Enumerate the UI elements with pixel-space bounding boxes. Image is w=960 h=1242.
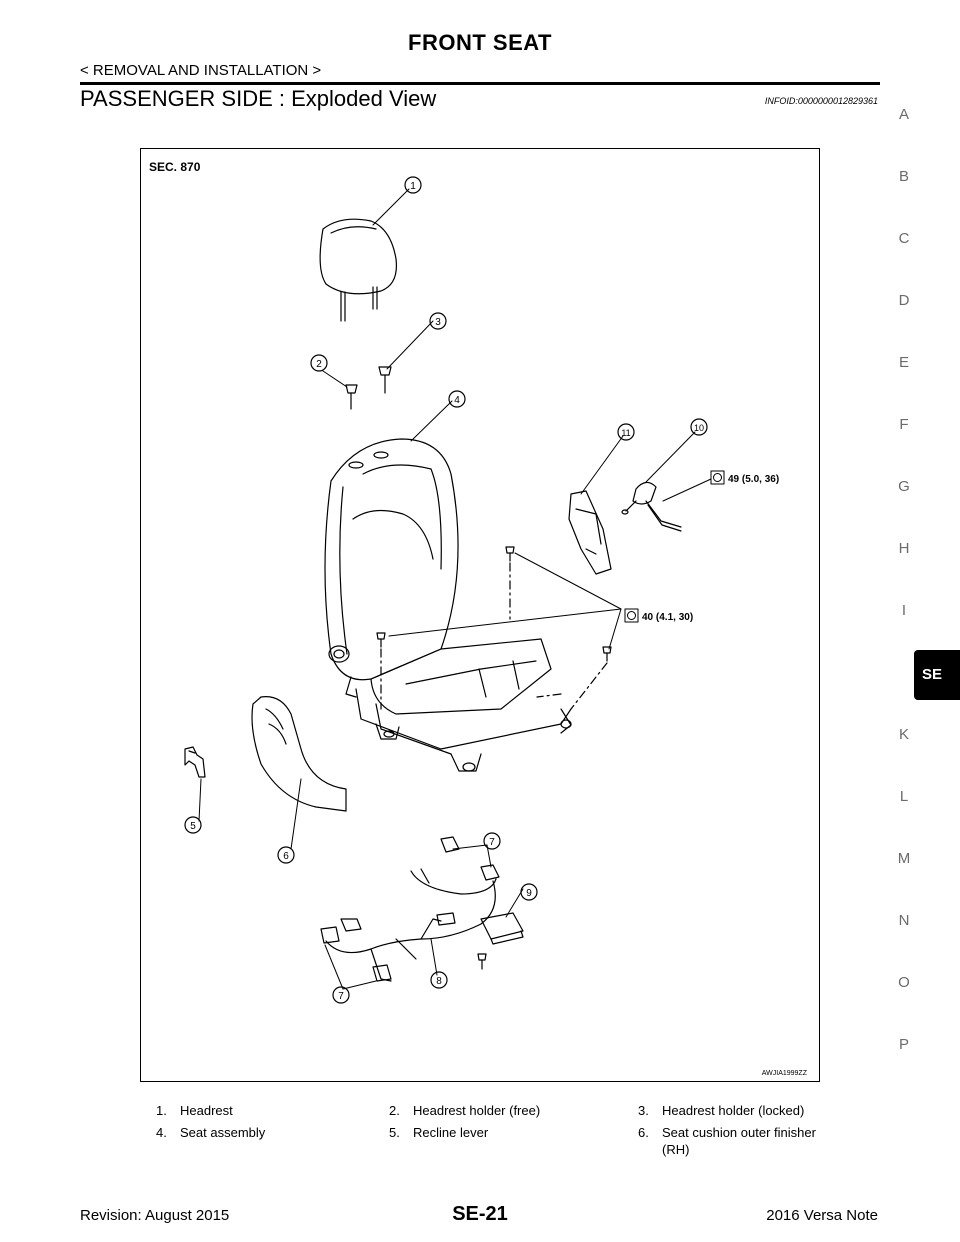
- legend-item: 4. Seat assembly: [156, 1124, 386, 1141]
- diagram-svg: SEC. 870: [149, 160, 808, 1077]
- legend-label: Recline lever: [413, 1125, 489, 1140]
- callout-1: 1: [404, 176, 422, 194]
- callout-3: 3: [429, 312, 447, 330]
- torque-spec-2: 40 (4.1, 30): [624, 608, 693, 623]
- footer-page-number: SE-21: [452, 1203, 508, 1225]
- legend-label: Headrest: [180, 1103, 233, 1118]
- callout-11: 11: [617, 423, 635, 441]
- legend-item: 3. Headrest holder (locked): [638, 1102, 868, 1119]
- legend-item: 2. Headrest holder (free): [389, 1102, 619, 1119]
- torque-spec-1: 49 (5.0, 36): [710, 470, 779, 485]
- side-index-o[interactable]: O: [898, 974, 910, 991]
- page-title: FRONT SEAT: [408, 30, 552, 55]
- legend-item: 6. Seat cushion outer finisher (RH): [638, 1124, 828, 1158]
- svg-text:4: 4: [454, 395, 460, 406]
- side-index-p[interactable]: P: [898, 1036, 909, 1053]
- legend-number: 4.: [156, 1125, 167, 1140]
- callout-4: 4: [448, 390, 466, 408]
- svg-text:40 (4.1, 30): 40 (4.1, 30): [642, 612, 693, 623]
- svg-text:3: 3: [435, 317, 441, 328]
- callout-5: 5: [184, 816, 202, 834]
- svg-text:9: 9: [526, 888, 532, 899]
- svg-text:10: 10: [694, 423, 704, 433]
- side-index-e[interactable]: E: [898, 354, 909, 371]
- svg-text:8: 8: [436, 976, 442, 987]
- section-heading: PASSENGER SIDE : Exploded View: [80, 86, 437, 111]
- footer-revision: Revision: August 2015: [80, 1207, 230, 1224]
- svg-text:2: 2: [316, 359, 322, 370]
- legend-number: 5.: [389, 1125, 400, 1140]
- callout-7-upper: 7: [483, 832, 501, 850]
- legend-label: Headrest holder (free): [413, 1103, 541, 1118]
- legend-item: 5. Recline lever: [389, 1124, 619, 1141]
- side-index-f[interactable]: F: [899, 416, 909, 433]
- legend-label: Seat cushion outer finisher (RH): [662, 1125, 816, 1157]
- callout-2: 2: [310, 354, 328, 372]
- svg-text:7: 7: [338, 991, 344, 1002]
- callout-7-lower: 7: [332, 986, 350, 1004]
- seat-assembly-part: [324, 438, 572, 772]
- side-index-i[interactable]: I: [901, 602, 907, 619]
- side-index-h[interactable]: H: [898, 540, 910, 557]
- legend-label: Headrest holder (locked): [662, 1103, 805, 1118]
- recline-lever-part: [184, 746, 206, 778]
- legend-label: Seat assembly: [180, 1125, 266, 1140]
- side-index-g[interactable]: G: [898, 478, 910, 495]
- side-index-l[interactable]: L: [899, 788, 909, 805]
- image-code: AWJIA1999ZZ: [762, 1070, 808, 1077]
- breadcrumb: < REMOVAL AND INSTALLATION >: [80, 62, 322, 79]
- legend-number: 2.: [389, 1103, 400, 1118]
- svg-text:6: 6: [283, 851, 289, 862]
- side-index-m[interactable]: M: [897, 850, 911, 867]
- side-index-c[interactable]: C: [898, 230, 910, 247]
- legend-number: 1.: [156, 1103, 167, 1118]
- callout-8: 8: [430, 971, 448, 989]
- footer-model: 2016 Versa Note: [766, 1207, 878, 1224]
- headrest-holders: [345, 366, 392, 410]
- svg-text:11: 11: [621, 428, 630, 438]
- sec-label: SEC. 870: [149, 160, 201, 174]
- legend-item: 1. Headrest: [156, 1102, 386, 1119]
- side-index-k[interactable]: K: [898, 726, 909, 743]
- side-index-n[interactable]: N: [898, 912, 910, 929]
- side-index-se-active-tab[interactable]: SE: [914, 650, 960, 700]
- svg-text:1: 1: [410, 181, 416, 192]
- cushion-finisher-part: [251, 696, 347, 812]
- installation-lines: [380, 562, 608, 710]
- exploded-view-diagram: SEC. 870: [140, 148, 820, 1082]
- side-index-b[interactable]: B: [898, 168, 909, 185]
- callout-9: 9: [520, 883, 538, 901]
- svg-text:7: 7: [489, 837, 495, 848]
- svg-text:5: 5: [190, 821, 196, 832]
- info-id: INFOID:0000000012829361: [764, 96, 878, 106]
- wiring-harness-part: [320, 836, 524, 982]
- legend-number: 3.: [638, 1103, 649, 1118]
- side-index-d[interactable]: D: [898, 292, 910, 309]
- callout-6: 6: [277, 846, 295, 864]
- svg-text:49 (5.0, 36): 49 (5.0, 36): [728, 474, 779, 485]
- side-index-a[interactable]: A: [898, 106, 909, 123]
- callout-10: 10: [690, 418, 708, 436]
- buckle-parts: [568, 481, 682, 575]
- mounting-bolts: [376, 546, 612, 970]
- headrest-part: [319, 218, 398, 322]
- leader-lines: [198, 188, 712, 990]
- legend-number: 6.: [638, 1125, 649, 1140]
- header-divider: [80, 82, 880, 85]
